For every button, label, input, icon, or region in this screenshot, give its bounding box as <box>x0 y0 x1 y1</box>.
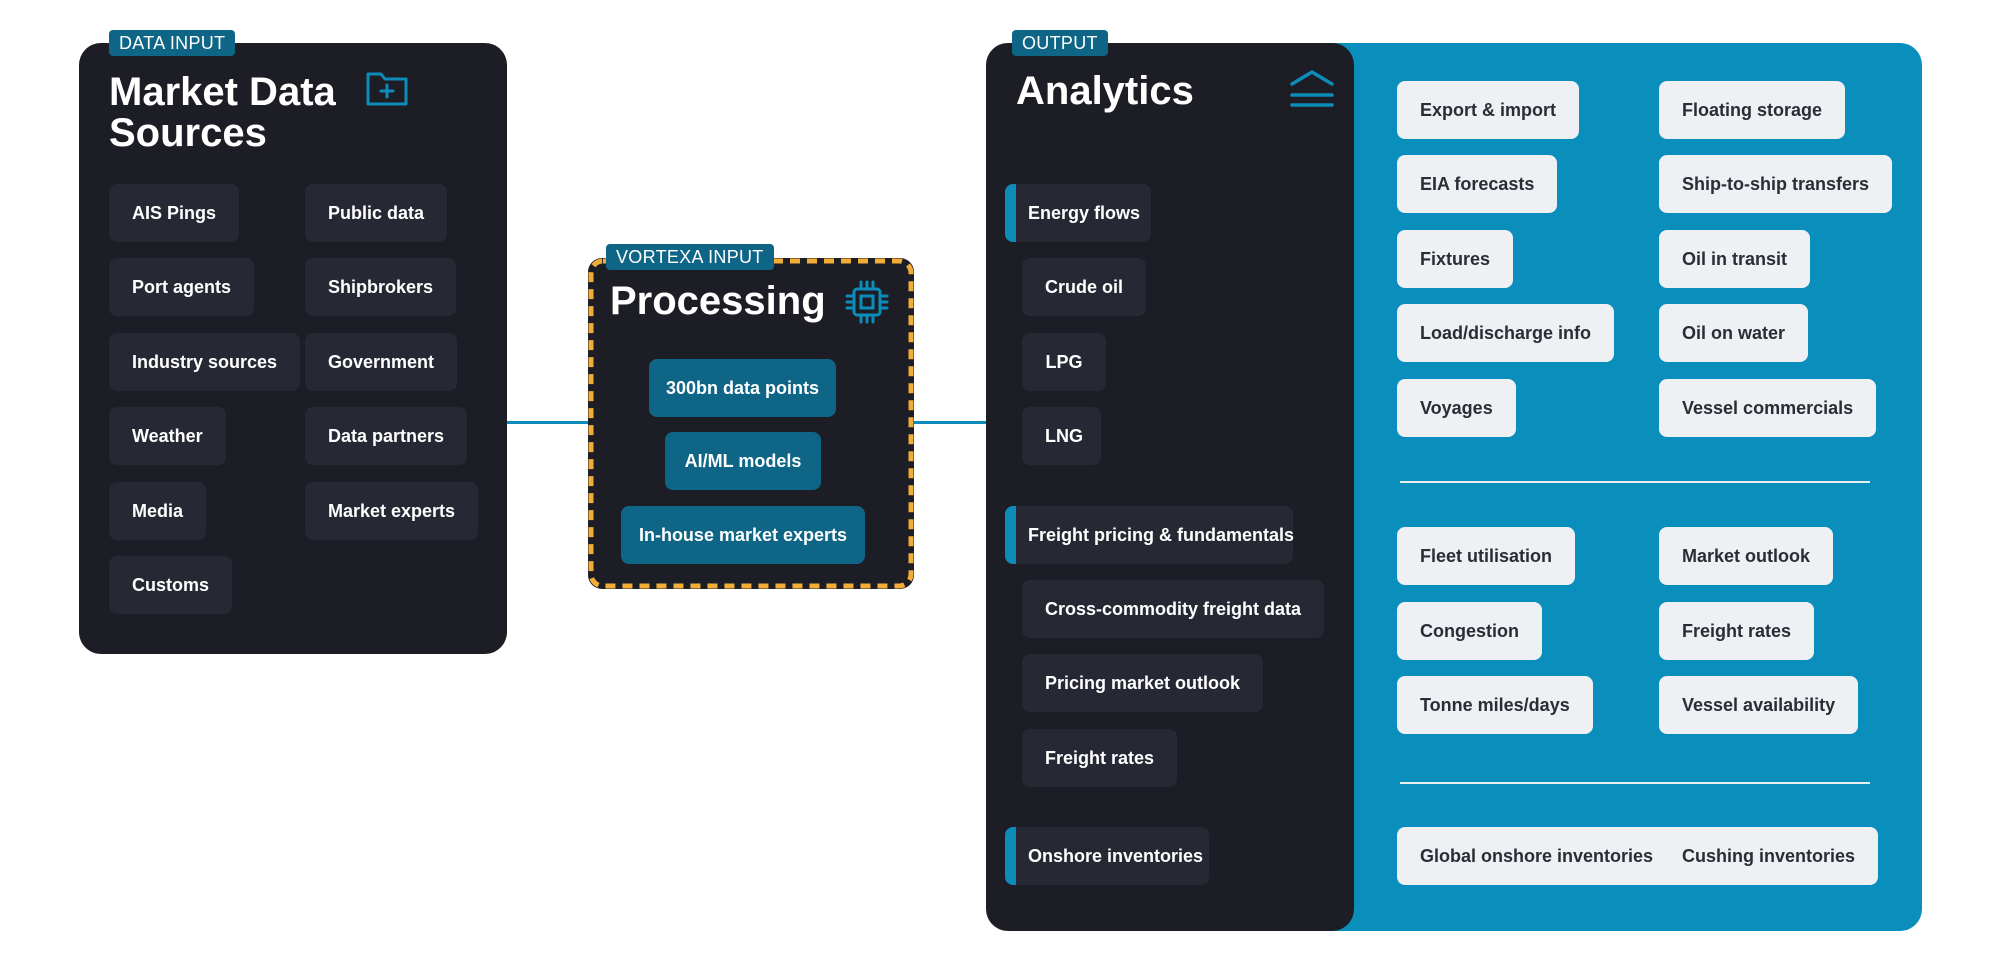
category-accent <box>1005 184 1016 242</box>
output-eia-forecasts: EIA forecasts <box>1397 155 1558 213</box>
source-media: Media <box>109 482 207 540</box>
vortexa-input-tag: VORTEXA INPUT <box>606 244 774 270</box>
connector-input-processing <box>506 421 590 424</box>
subcategory-pricing-market-outlook: Pricing market outlook <box>1022 654 1264 712</box>
dashed-border <box>588 258 914 589</box>
source-shipbrokers: Shipbrokers <box>305 258 457 316</box>
layers-icon <box>1290 68 1334 115</box>
output-vessel-commercials: Vessel commercials <box>1659 379 1877 437</box>
category-label: Onshore inventories <box>1028 845 1204 866</box>
source-customs: Customs <box>109 556 233 614</box>
output-cushing-inventories: Cushing inventories <box>1659 827 1879 885</box>
title-line-1: Market Data <box>109 70 336 114</box>
source-port-agents: Port agents <box>109 258 255 316</box>
category-label: Freight pricing & fundamentals <box>1028 524 1295 545</box>
output-fleet-utilisation: Fleet utilisation <box>1397 527 1576 585</box>
output-global-onshore: Global onshore inventories <box>1397 827 1677 885</box>
output-voyages: Voyages <box>1397 379 1516 437</box>
output-vessel-availability: Vessel availability <box>1659 676 1859 734</box>
subcategory-lpg: LPG <box>1022 333 1106 391</box>
output-market-outlook: Market outlook <box>1659 527 1834 585</box>
source-market-experts: Market experts <box>305 482 479 540</box>
source-industry-sources: Industry sources <box>109 333 301 391</box>
cpu-chip-icon <box>845 280 889 329</box>
processing-title: Processing <box>610 279 826 323</box>
output-oil-on-water: Oil on water <box>1659 304 1809 362</box>
category-freight-pricing: Freight pricing & fundamentals <box>1005 506 1295 564</box>
connector-processing-analytics <box>914 421 988 424</box>
data-input-tag: DATA INPUT <box>109 30 236 56</box>
output-divider-2 <box>1400 782 1870 784</box>
output-tag: OUTPUT <box>1012 30 1108 56</box>
category-accent <box>1005 827 1016 885</box>
analytics-panel <box>986 43 1354 931</box>
output-tonne-miles: Tonne miles/days <box>1397 676 1593 734</box>
folder-plus-icon <box>366 70 408 111</box>
analytics-title: Analytics <box>1016 69 1194 113</box>
category-label: Energy flows <box>1028 202 1141 223</box>
output-export-import: Export & import <box>1397 81 1580 139</box>
subcategory-lng: LNG <box>1022 407 1101 465</box>
output-ship-to-ship: Ship-to-ship transfers <box>1659 155 1893 213</box>
source-government: Government <box>305 333 458 391</box>
source-public-data: Public data <box>305 184 448 242</box>
output-fixtures: Fixtures <box>1397 230 1514 288</box>
source-ais-pings: AIS Pings <box>109 184 240 242</box>
subcategory-freight-rates: Freight rates <box>1022 729 1178 787</box>
output-oil-in-transit: Oil in transit <box>1659 230 1811 288</box>
category-accent <box>1005 506 1016 564</box>
subcategory-cross-commodity-freight: Cross-commodity freight data <box>1022 580 1325 638</box>
output-load-discharge: Load/discharge info <box>1397 304 1615 362</box>
output-congestion: Congestion <box>1397 602 1542 660</box>
source-data-partners: Data partners <box>305 407 468 465</box>
subcategory-crude-oil: Crude oil <box>1022 258 1147 316</box>
processing-ai-ml-models: AI/ML models <box>665 432 821 490</box>
output-freight-rates: Freight rates <box>1659 602 1815 660</box>
processing-market-experts: In-house market experts <box>621 506 865 564</box>
source-weather: Weather <box>109 407 226 465</box>
title-line-2: Sources <box>109 111 267 155</box>
category-energy-flows: Energy flows <box>1005 184 1151 242</box>
category-onshore-inventories: Onshore inventories <box>1005 827 1209 885</box>
processing-data-points: 300bn data points <box>649 359 836 417</box>
output-divider-1 <box>1400 481 1870 483</box>
output-floating-storage: Floating storage <box>1659 81 1846 139</box>
market-data-sources-title: Market Data Sources <box>109 72 336 154</box>
